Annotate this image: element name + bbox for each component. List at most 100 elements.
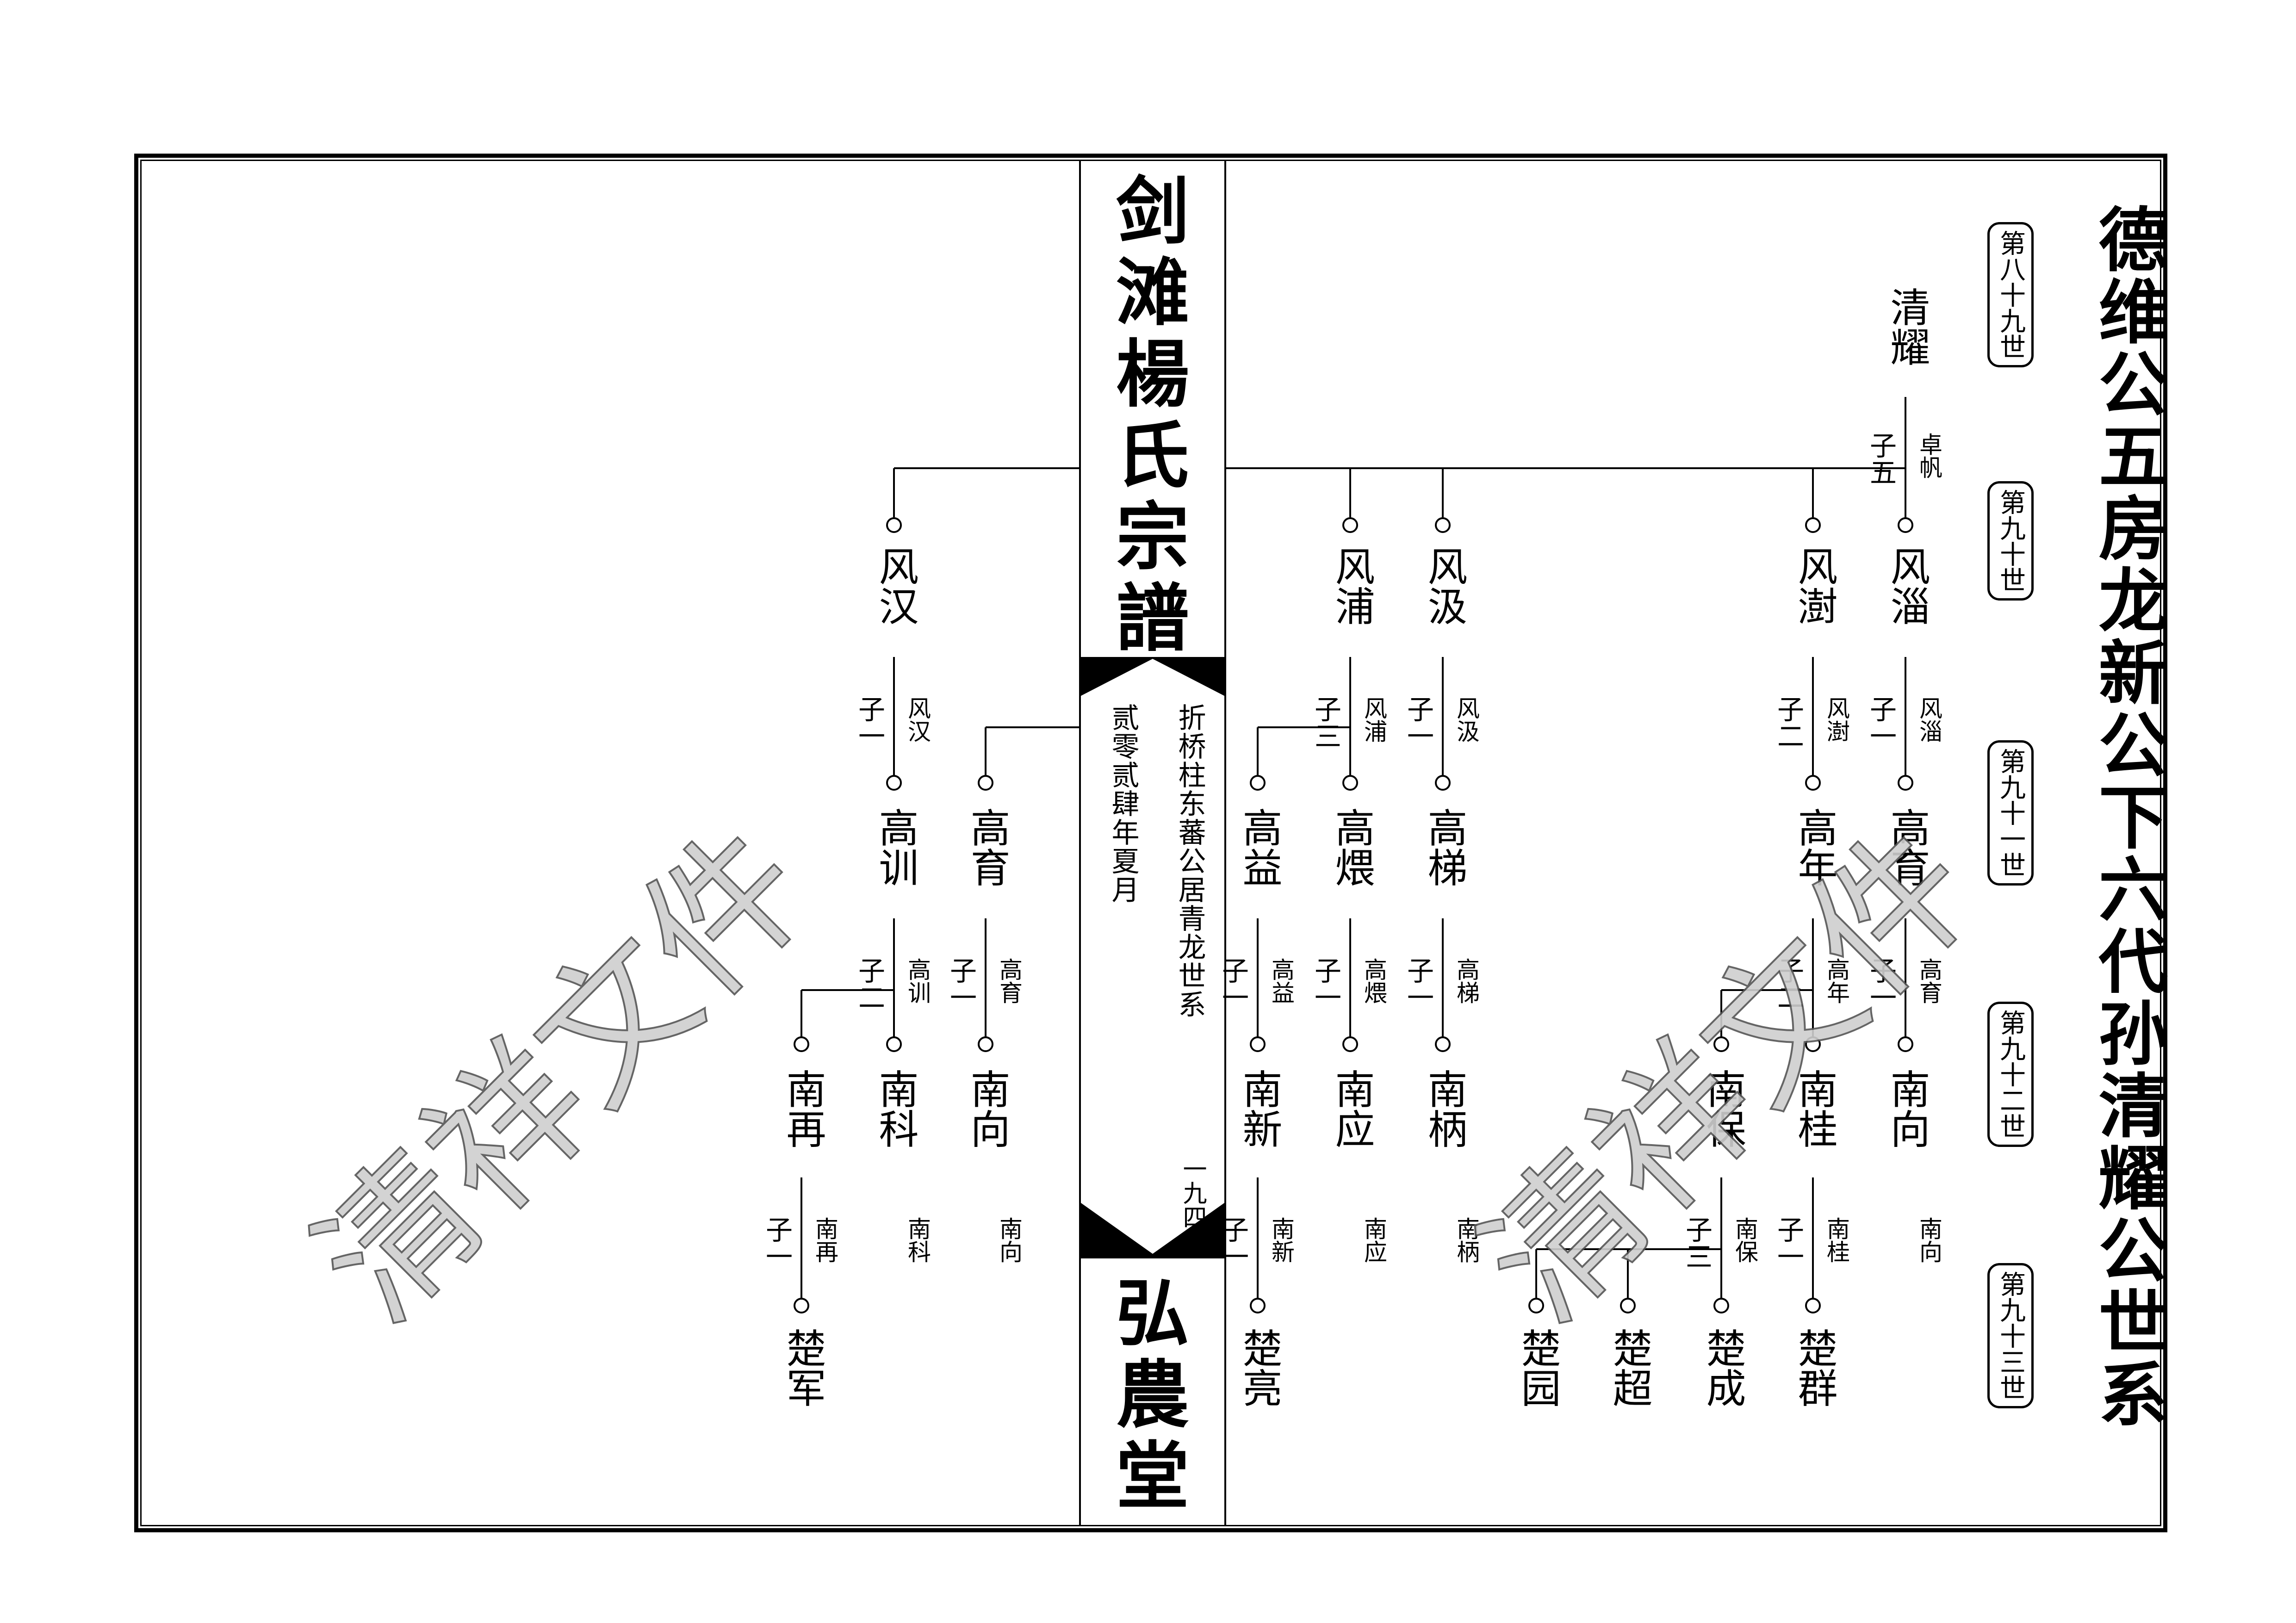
person-name: 南应 (1328, 1069, 1374, 1148)
parent-label: 南科 (904, 1217, 931, 1263)
node-marker (1898, 775, 1913, 791)
parent-label: 卓帆 (1916, 433, 1942, 479)
node-marker (1620, 1298, 1636, 1313)
child-count: 子一 (858, 694, 885, 752)
person-name: 高煨 (1328, 807, 1374, 887)
person-name: 高育 (1883, 807, 1930, 887)
parent-label: 南再 (812, 1217, 838, 1263)
parent-label: 南新 (1268, 1217, 1295, 1263)
node-marker (886, 1036, 902, 1052)
node-marker (1435, 775, 1451, 791)
child-count: 子一 (949, 955, 977, 1014)
parent-label: 风淄 (1916, 696, 1942, 743)
person-name: 南科 (872, 1069, 918, 1148)
parent-label: 高训 (904, 958, 931, 1004)
node-marker (1805, 1036, 1821, 1052)
page-title: 德维公五房龙新公下六代孙清耀公世系 (2087, 204, 2168, 1431)
person-name: 高育 (963, 807, 1010, 887)
person-name: 楚亮 (1235, 1328, 1282, 1407)
person-name: 南柄 (1421, 1069, 1467, 1148)
parent-label: 南向 (1916, 1217, 1942, 1263)
parent-label: 南应 (1360, 1217, 1387, 1263)
child-count: 子一 (1222, 955, 1249, 1014)
node-marker (794, 1036, 809, 1052)
parent-label: 南柄 (1453, 1217, 1480, 1263)
parent-label: 风汉 (904, 696, 931, 743)
child-count: 子二 (1777, 694, 1804, 752)
person-name: 清耀 (1883, 287, 1930, 366)
node-marker (886, 517, 902, 533)
page-border-outer (134, 154, 2167, 1532)
person-name: 风淄 (1883, 546, 1930, 626)
node-marker (1713, 1036, 1729, 1052)
person-name: 楚园 (1514, 1328, 1560, 1407)
node-marker (1528, 1298, 1544, 1313)
parent-label: 高育 (996, 958, 1023, 1004)
child-count: 子二 (858, 955, 885, 1014)
hall-name: 弘農堂 (1116, 1271, 1189, 1519)
person-name: 南保 (1699, 1069, 1745, 1148)
person-name: 南桂 (1791, 1069, 1837, 1148)
node-marker (1342, 775, 1358, 791)
spine-date: 贰零贰肆年夏月 (1107, 703, 1139, 904)
node-marker (1250, 775, 1266, 791)
person-name: 风汉 (872, 546, 918, 626)
generation-badge: 第九十二世 (1987, 1002, 2034, 1147)
child-count: 子五 (1869, 430, 1897, 489)
person-name: 高训 (872, 807, 918, 887)
node-marker (794, 1298, 809, 1313)
person-name: 风汲 (1421, 546, 1467, 626)
parent-label: 南向 (996, 1217, 1023, 1263)
generation-badge: 第八十九世 (1987, 222, 2034, 367)
node-marker (1898, 1036, 1913, 1052)
parent-label: 风浦 (1360, 696, 1387, 743)
child-count: 子二 (1777, 955, 1804, 1014)
child-count: 子一 (765, 1214, 793, 1273)
child-count: 子一 (1407, 694, 1434, 752)
person-name: 楚群 (1791, 1328, 1837, 1407)
node-marker (1250, 1036, 1266, 1052)
node-marker (1342, 517, 1358, 533)
parent-label: 高梯 (1453, 958, 1480, 1004)
child-count: 子一 (1222, 1214, 1249, 1273)
parent-label: 高育 (1916, 958, 1942, 1004)
node-marker (1435, 517, 1451, 533)
node-marker (1713, 1298, 1729, 1313)
child-count: 子三 (1314, 694, 1341, 752)
parent-label: 高煨 (1360, 958, 1387, 1004)
page-number: 一九四 (1179, 1157, 1206, 1229)
person-name: 楚超 (1606, 1328, 1652, 1407)
parent-label: 风汲 (1453, 696, 1480, 743)
person-name: 楚成 (1699, 1328, 1745, 1407)
person-name: 楚军 (779, 1328, 825, 1407)
person-name: 风澍 (1791, 546, 1837, 626)
child-count: 子一 (1869, 694, 1897, 752)
child-count: 子一 (1869, 955, 1897, 1014)
person-name: 南新 (1235, 1069, 1282, 1148)
spine-lineage: 折桥柱东蕃公居青龙世系 (1173, 703, 1206, 1019)
book-spine (1079, 160, 1226, 1526)
parent-label: 高年 (1823, 958, 1850, 1004)
child-count: 子一 (1777, 1214, 1804, 1273)
spine-fishtail-top (1081, 659, 1224, 696)
node-marker (1435, 1036, 1451, 1052)
child-count: 子三 (1685, 1214, 1713, 1273)
person-name: 高梯 (1421, 807, 1467, 887)
generation-badge: 第九十三世 (1987, 1263, 2034, 1408)
node-marker (1898, 517, 1913, 533)
person-name: 南再 (779, 1069, 825, 1148)
person-name: 高益 (1235, 807, 1282, 887)
node-marker (978, 1036, 993, 1052)
parent-label: 南保 (1731, 1217, 1758, 1263)
generation-badge: 第九十世 (1987, 481, 2034, 601)
parent-label: 风澍 (1823, 696, 1850, 743)
generation-badge: 第九十一世 (1987, 740, 2034, 886)
spine-divider (1081, 657, 1224, 659)
person-name: 风浦 (1328, 546, 1374, 626)
node-marker (1805, 1298, 1821, 1313)
child-count: 子一 (1407, 955, 1434, 1014)
parent-label: 南桂 (1823, 1217, 1850, 1263)
node-marker (1342, 1036, 1358, 1052)
